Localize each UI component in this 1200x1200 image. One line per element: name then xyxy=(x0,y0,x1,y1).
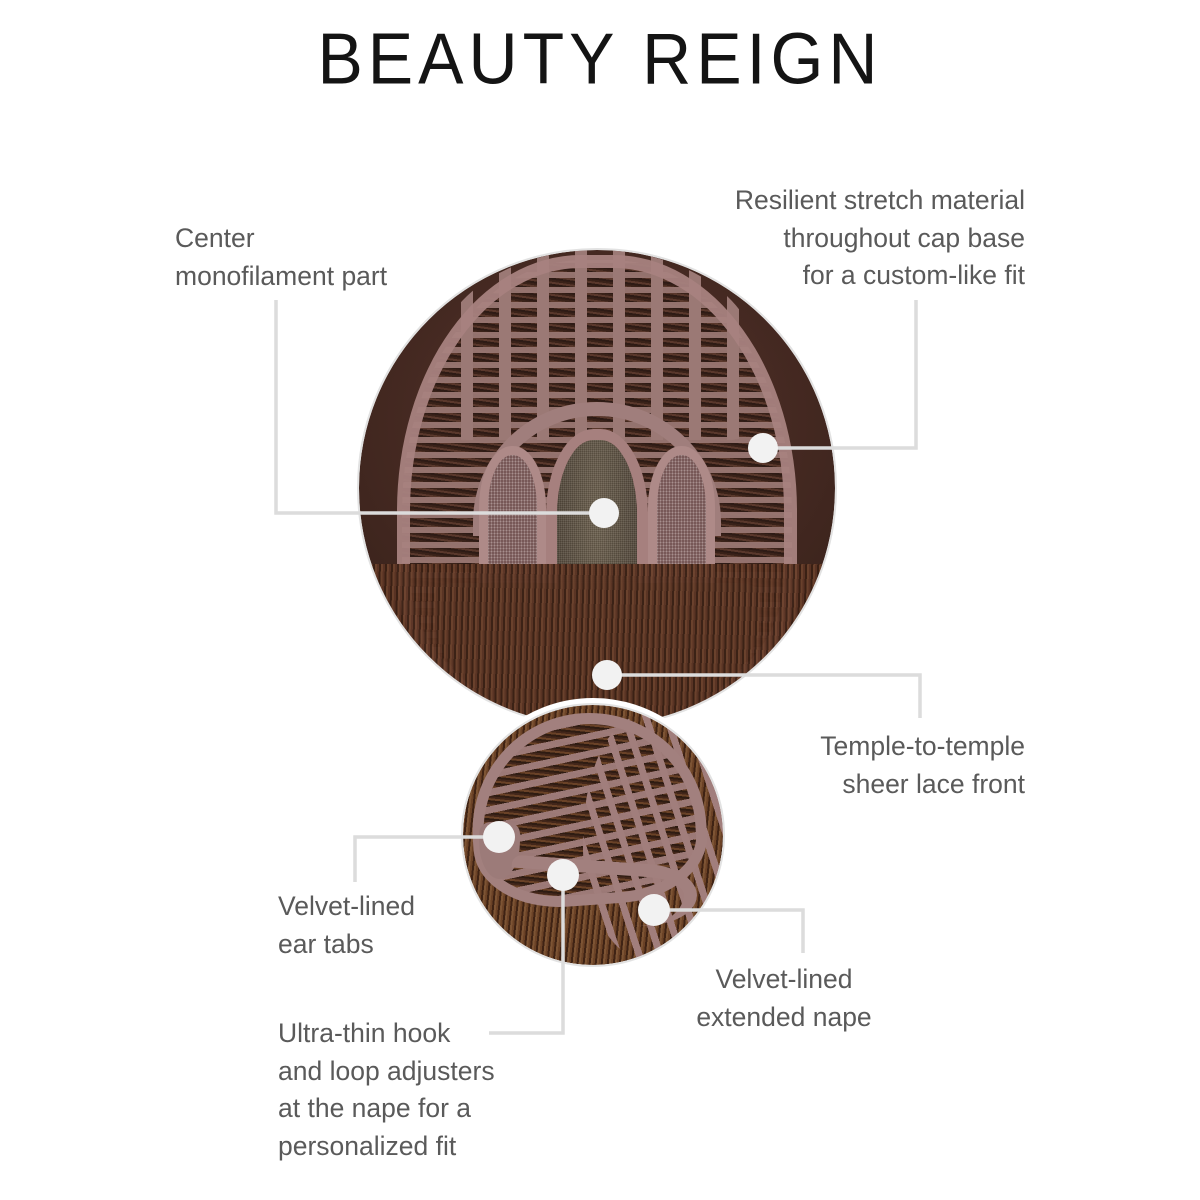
callout-ultra-thin-hook-and-loop-adjusters: Ultra-thin hook and loop adjusters at th… xyxy=(278,1018,495,1161)
callout-resilient-stretch-material: Resilient stretch material throughout ca… xyxy=(734,185,1025,291)
wig-cap-top-view-image xyxy=(359,250,835,726)
page-title: BEAUTY REIGN xyxy=(317,18,883,100)
cap-hair-fringe xyxy=(359,564,835,726)
callout-temple-to-temple-sheer-lace-front: Temple-to-temple sheer lace front xyxy=(820,731,1025,799)
callout-velvet-lined-extended-nape: Velvet-lined extended nape xyxy=(696,964,872,1032)
callout-velvet-lined-ear-tabs: Velvet-lined ear tabs xyxy=(278,891,416,959)
callout-center-monofilament-part: Center monofilament part xyxy=(175,223,388,291)
